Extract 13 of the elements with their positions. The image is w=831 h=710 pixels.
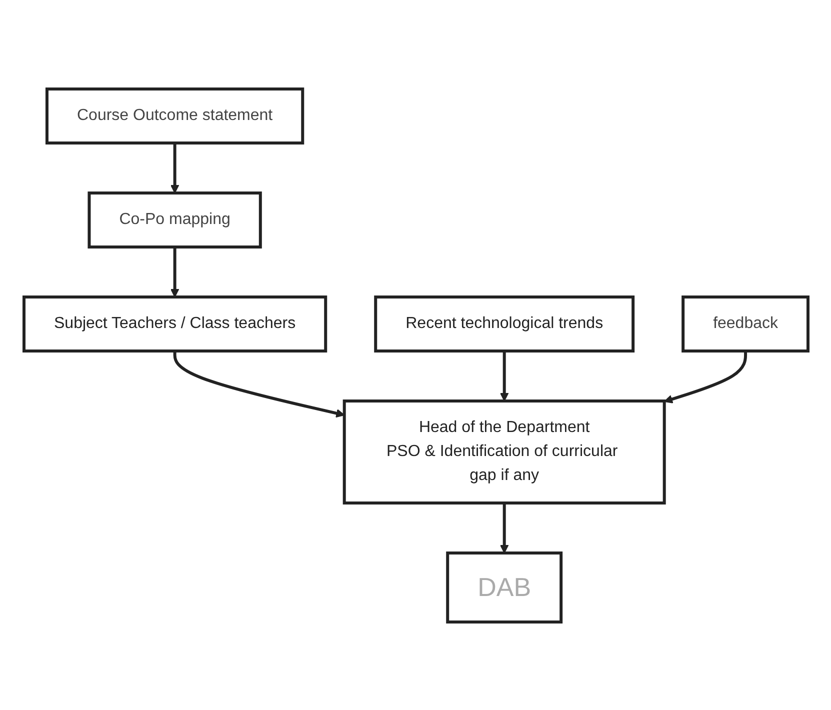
arrow xyxy=(499,350,508,401)
node-box: Head of the Department PSO & Identification of curricular gap if any xyxy=(342,399,666,504)
node-box: Subject Teachers / Class teachers xyxy=(22,295,327,352)
arrow xyxy=(172,350,344,418)
node-box: feedback xyxy=(681,295,809,352)
node-box: DAB xyxy=(446,551,562,623)
node-box: Co-Po mapping xyxy=(87,191,262,248)
arrow xyxy=(663,350,747,403)
arrow xyxy=(170,142,179,193)
node-box: Recent technological trends xyxy=(374,295,634,352)
arrow xyxy=(499,502,508,553)
arrow xyxy=(170,246,179,297)
node-box: Course Outcome statement xyxy=(44,87,304,144)
